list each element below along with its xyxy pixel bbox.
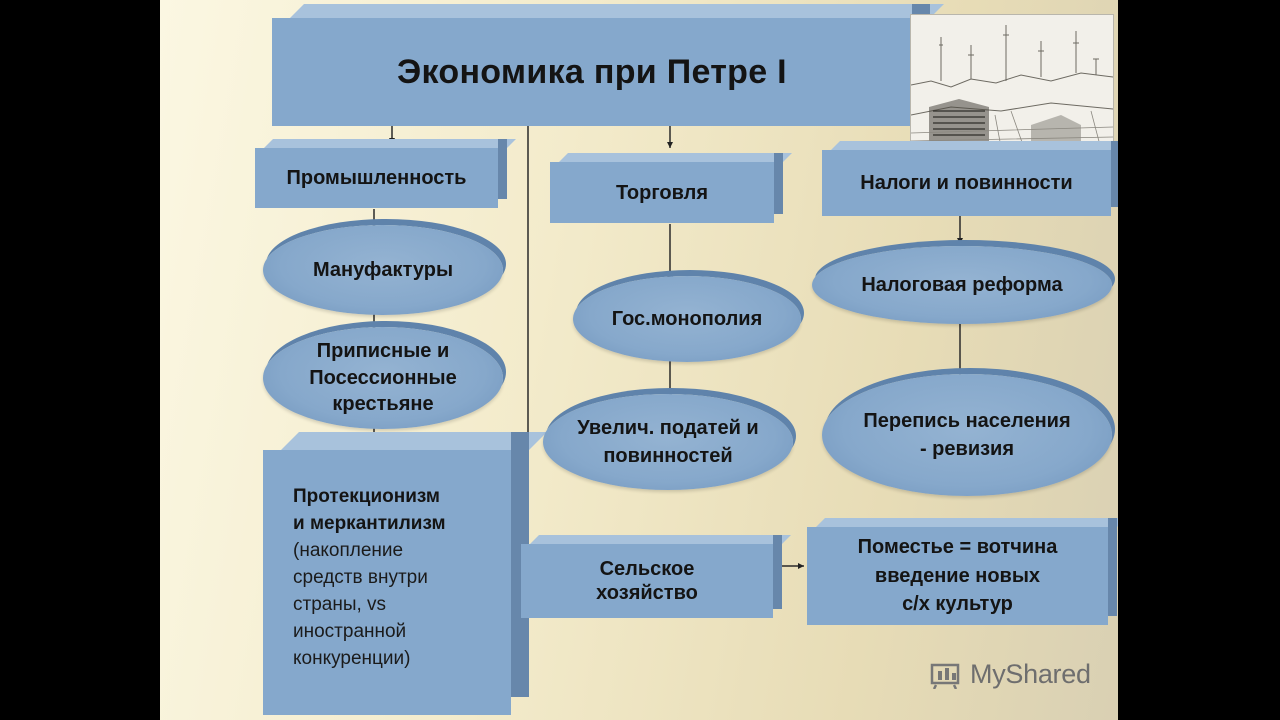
page-title: Экономика при Петре I xyxy=(397,52,787,91)
agriculture-label: Сельское хозяйство xyxy=(596,558,698,604)
protectionism-note: (накопление средств внутри страны, vs ин… xyxy=(293,539,428,669)
trade-box: Торговля xyxy=(550,153,783,223)
taxes-label: Налоги и повинности xyxy=(860,172,1073,194)
slide: Экономика при Петре I xyxy=(160,0,1118,720)
engraving-image xyxy=(910,14,1114,156)
industry-box: Промышленность xyxy=(255,139,507,208)
taxes-box: Налоги и повинности xyxy=(822,141,1118,216)
protectionism-title: Протекционизм и меркантилизм xyxy=(293,486,446,534)
taxes-increase-ellipse: Увелич. податей и повинностей xyxy=(543,394,793,490)
tax-reform-label: Налоговая реформа xyxy=(861,274,1063,296)
industry-label: Промышленность xyxy=(286,167,467,189)
protectionism-box: Протекционизм и меркантилизм (накопление… xyxy=(263,432,529,715)
tax-reform-ellipse: Налоговая реформа xyxy=(812,246,1112,324)
myshared-logo-icon xyxy=(930,663,960,689)
agriculture-result-label: Поместье = вотчина введение новых с/х ку… xyxy=(857,536,1058,616)
agriculture-box: Сельское хозяйство xyxy=(521,535,782,618)
census-ellipse: Перепись населения - ревизия xyxy=(822,374,1112,496)
agriculture-result-box: Поместье = вотчина введение новых с/х ку… xyxy=(807,518,1117,625)
peasants-label: Приписные и Посессионные крестьяне xyxy=(309,340,457,416)
title-box: Экономика при Петре I xyxy=(272,4,930,126)
census-label: Перепись населения - ревизия xyxy=(863,409,1071,460)
engraving-illustration xyxy=(910,15,1114,155)
manufactures-ellipse: Мануфактуры xyxy=(263,225,503,315)
watermark: MyShared xyxy=(930,654,1091,694)
taxes-increase-label: Увелич. податей и повинностей xyxy=(577,416,759,467)
trade-label: Торговля xyxy=(615,181,709,204)
manufactures-label: Мануфактуры xyxy=(312,259,454,281)
peasants-ellipse: Приписные и Посессионные крестьяне xyxy=(263,327,503,429)
watermark-text: MyShared xyxy=(970,658,1091,689)
state-monopoly-label: Гос.монополия xyxy=(611,308,763,330)
state-monopoly-ellipse: Гос.монополия xyxy=(573,276,801,362)
